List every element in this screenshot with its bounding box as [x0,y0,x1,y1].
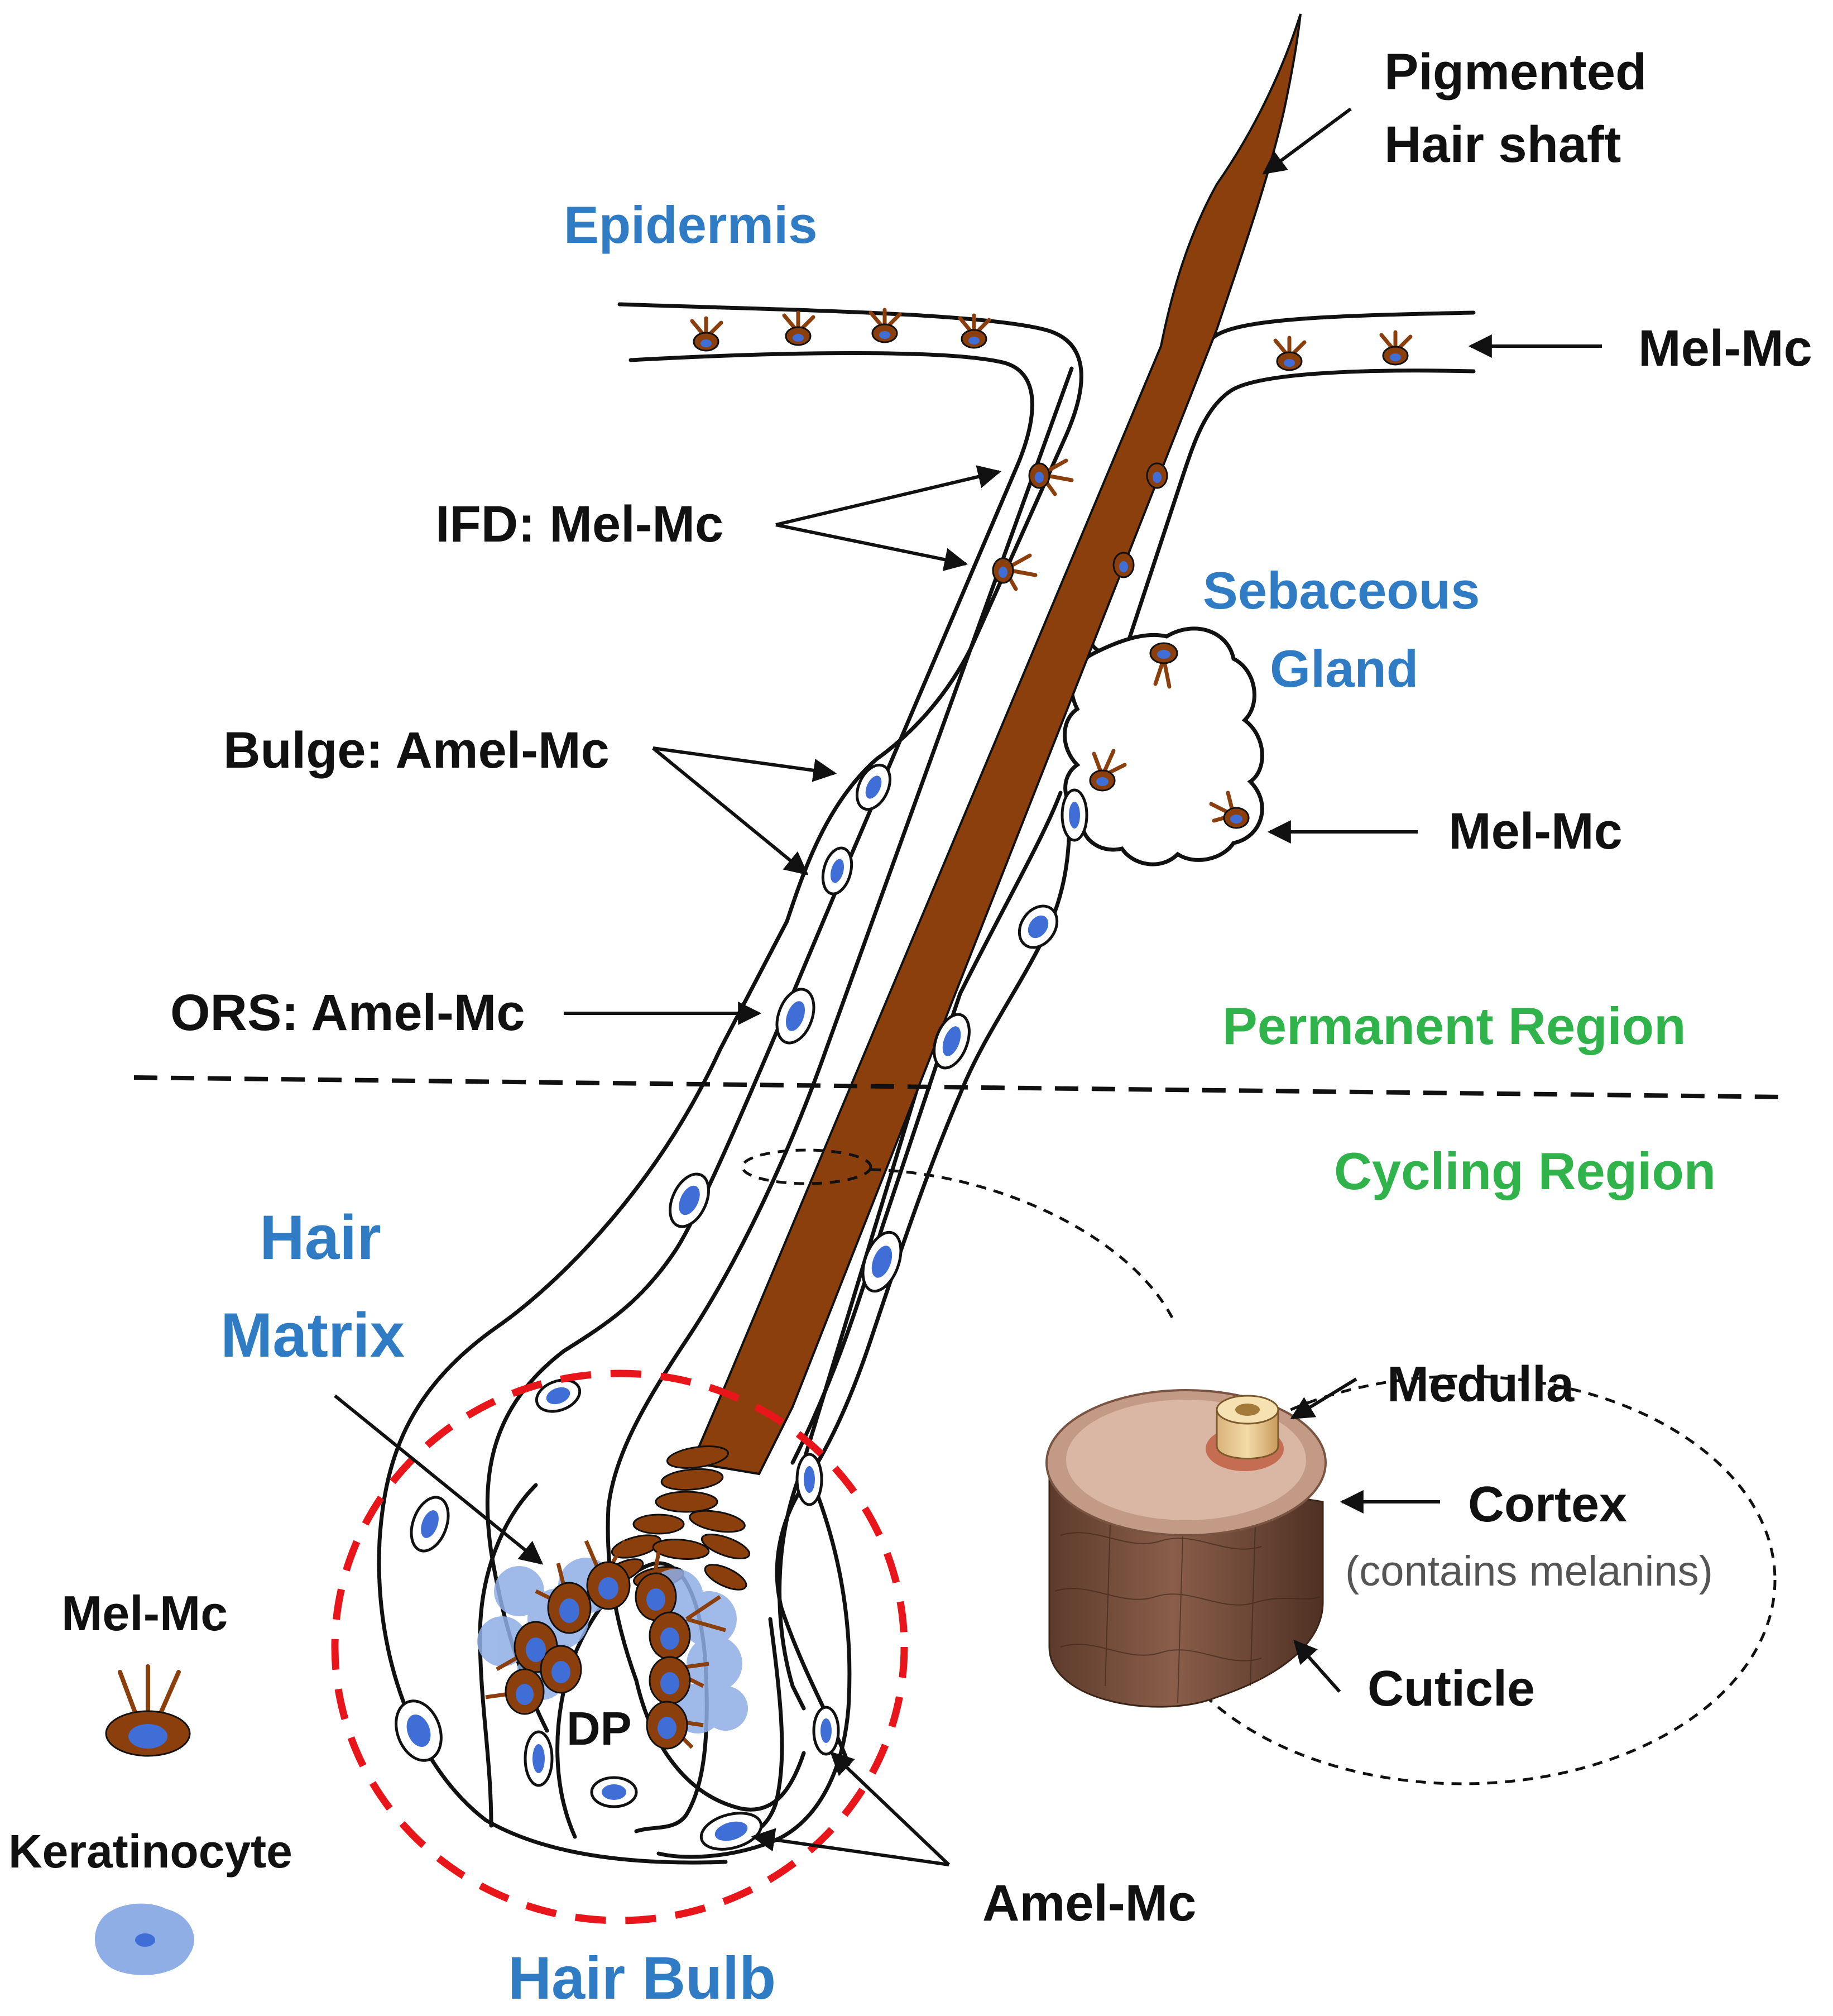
label-mel-mc-epidermis: Mel-Mc [1638,320,1812,377]
arrow-medulla [1290,1377,1357,1420]
shaft-section-marker [741,1148,872,1185]
arrow-hair-shaft [1262,107,1352,175]
label-hair-matrix-1: Hair [260,1203,381,1272]
label-bulge-amel-mc: Bulge: Amel-Mc [223,722,610,779]
legend-mel-mc-label: Mel-Mc [61,1586,228,1641]
hair-bulb-circle [331,1369,908,1924]
label-ors-amel-mc: ORS: Amel-Mc [170,984,525,1041]
label-cortex-note: (contains melanins) [1345,1548,1713,1595]
arrow-ifd-upper [775,465,1002,526]
arrow-bulge-lower [652,746,809,875]
region-divider [133,1075,1787,1099]
legend-keratinocyte-icon [95,1903,194,1975]
label-hair-shaft: Hair shaft [1384,116,1621,173]
arrow-ifd-lower [775,523,968,571]
arrow-cuticle [1293,1639,1341,1693]
legend-mel-mc-icon [105,1664,191,1757]
label-dp: DP [567,1702,632,1755]
bulb-cells [477,1445,751,1750]
label-medulla: Medulla [1387,1357,1575,1412]
mel-mc-cells [690,308,1413,829]
label-permanent-region: Permanent Region [1222,997,1686,1055]
callout-ellipse [1148,1375,1777,1785]
label-cycling-region: Cycling Region [1334,1142,1716,1200]
label-amel-mc-bulb: Amel-Mc [982,1875,1196,1932]
epidermis-right-inner [1106,368,1476,706]
arrow-amel-upper [829,1751,951,1866]
label-pigmented: Pigmented [1384,44,1647,100]
label-hair-matrix-2: Matrix [220,1300,405,1370]
matrix-melanocytes [485,1540,726,1750]
label-cortex: Cortex [1468,1477,1627,1533]
label-gland: Gland [1270,639,1418,698]
label-sebaceous: Sebaceous [1203,561,1480,620]
label-ifd-mel-mc: IFD: Mel-Mc [435,496,723,553]
arrow-amel-lower [751,1828,949,1866]
pigmented-hair-shaft [690,13,1302,1476]
arrows [334,107,1602,1866]
text-labels: Pigmented Hair shaft Epidermis Mel-Mc IF… [8,44,1812,2012]
cross-section-callout [741,1148,1777,1785]
amel-mc-cells [395,763,1088,1851]
callout-connector [870,1168,1174,1319]
arrow-hair-matrix [334,1394,544,1565]
legend-keratinocyte-label: Keratinocyte [8,1825,292,1878]
label-mel-mc-sebaceous: Mel-Mc [1448,803,1623,860]
label-cuticle: Cuticle [1367,1661,1535,1717]
label-epidermis: Epidermis [564,195,818,254]
arrow-bulge-upper [652,746,837,782]
hair-cross-section-cylinder [1045,1389,1327,1708]
label-hair-bulb: Hair Bulb [508,1944,776,2012]
